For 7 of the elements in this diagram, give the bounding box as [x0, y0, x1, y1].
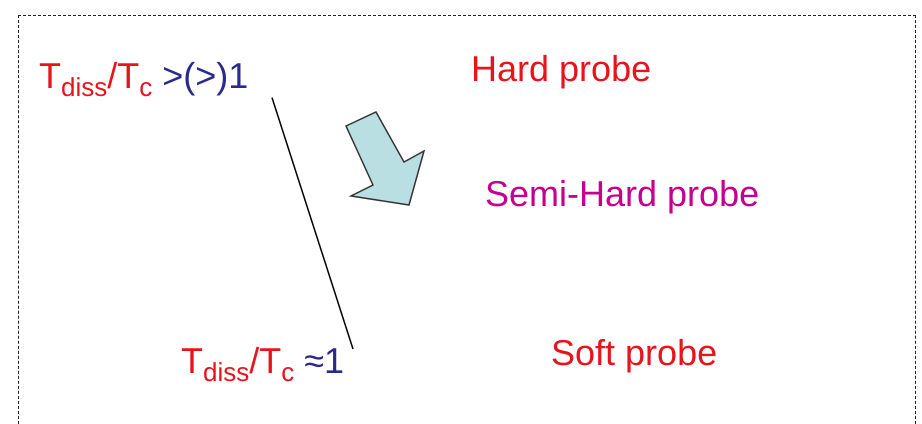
formula-text: T$_{diss}$/T$_{c}$ >(>)1 — [39, 56, 248, 96]
dashed-frame — [18, 15, 916, 424]
formula-text: T$_{diss}$/T$_{c}$ ≈1 — [181, 341, 344, 381]
probe-label: Soft probe — [551, 333, 718, 373]
connector-line — [271, 97, 354, 350]
probe-label: Semi-Hard probe — [485, 174, 760, 214]
probe-label: Hard probe — [471, 49, 652, 89]
